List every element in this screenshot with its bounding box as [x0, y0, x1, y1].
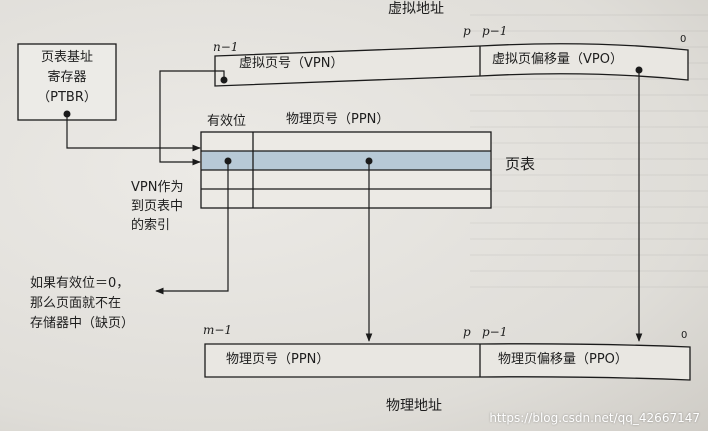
physical-address-title: 物理地址: [386, 398, 442, 414]
virtual-address-title: 虚拟地址: [388, 1, 444, 17]
vpn-label: 虚拟页号（VPN）: [239, 56, 344, 71]
ppn-header: 物理页号（PPN）: [286, 112, 390, 127]
virtual-bit-p-minus-1: p−1: [482, 24, 508, 38]
virtual-bit-zero: 0: [680, 34, 687, 45]
virtual-bit-p: p: [463, 24, 471, 38]
virtual-bit-high: n−1: [213, 40, 239, 54]
physical-bit-high: m−1: [203, 323, 233, 337]
physical-ppn-label: 物理页号（PPN）: [226, 352, 330, 367]
page-fault-note-line-2: 那么页面就不在: [30, 296, 122, 311]
physical-bit-zero: 0: [681, 330, 688, 341]
ppo-label: 物理页偏移量（PPO）: [498, 352, 628, 367]
ptbr-line-1: 页表基址: [40, 50, 93, 65]
page-table-highlight-row: [202, 151, 490, 170]
page-table-label: 页表: [505, 155, 536, 173]
page-fault-note-line-3: 存储器中（缺页）: [30, 316, 135, 331]
ptbr-line-2: 寄存器: [47, 70, 87, 85]
ptbr-arrow: [66, 114, 201, 152]
ptbr-line-3: （PTBR）: [37, 90, 97, 105]
physical-address-bar: [204, 343, 691, 381]
vpn-index-note-line-1: VPN作为: [131, 180, 184, 195]
vpn-index-note-line-2: 到页表中: [131, 199, 184, 214]
valid-bit-header: 有效位: [207, 114, 247, 129]
vpn-index-note-line-3: 的索引: [131, 218, 171, 233]
vpn-index-arrow: [159, 70, 225, 166]
page-fault-arrow: [155, 161, 229, 295]
watermark: https://blog.csdn.net/qq_42667147: [489, 411, 700, 425]
vpo-label: 虚拟页偏移量（VPO）: [492, 52, 623, 67]
page-fault-note-line-1: 如果有效位＝0，: [30, 276, 130, 291]
physical-bit-p-minus-1: p−1: [482, 325, 508, 339]
physical-bit-p: p: [463, 325, 471, 339]
virtual-address-bar: [214, 43, 689, 87]
